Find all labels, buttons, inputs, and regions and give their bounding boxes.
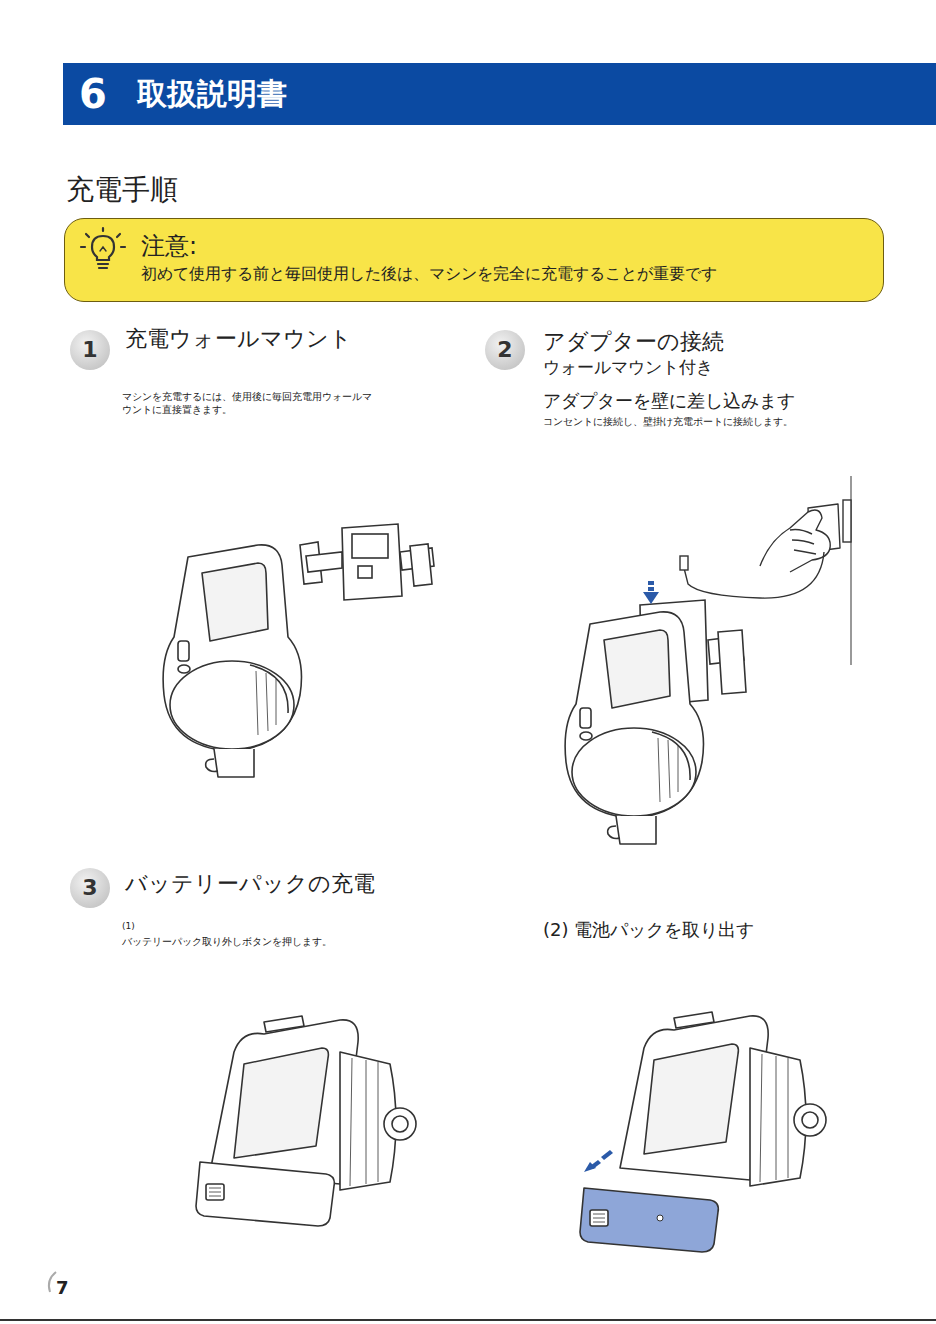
notice-heading: 注意: (141, 231, 867, 262)
bulb-icon (78, 226, 128, 272)
adapter-hand (760, 504, 840, 572)
remove-arrow (584, 1150, 613, 1172)
step-number-circle: 2 (485, 330, 525, 370)
step2-figure (565, 476, 851, 844)
step-note: コンセントに接続し、壁掛け充電ポートに接続します。 (543, 415, 793, 428)
sub-step-number: (1) (122, 921, 135, 933)
step-instruction: (2) 電池パックを取り出す (543, 918, 754, 941)
step-number-circle: 1 (70, 330, 110, 370)
notice-box: 注意:初めて使用する前と毎回使用した後は、マシンを完全に充電することが重要です (64, 218, 884, 302)
step-number-circle: 3 (70, 868, 110, 908)
step-instruction: アダプターを壁に差し込みます (543, 389, 795, 412)
wall-mount (300, 524, 434, 600)
notice-body: 初めて使用する前と毎回使用した後は、マシンを完全に充電することが重要です (141, 264, 867, 285)
step1-figure (163, 524, 434, 777)
step-number: 1 (82, 339, 97, 361)
header-band: 6 取扱説明書 (63, 63, 936, 125)
step-heading: 充電ウォールマウント (125, 325, 352, 354)
step-heading: バッテリーパックの充電 (125, 870, 375, 899)
chapter-title: 取扱説明書 (137, 79, 287, 109)
section-title: 充電手順 (66, 172, 178, 208)
step-heading: アダプターの接続 (543, 328, 724, 357)
adapter-cable (684, 552, 824, 598)
insert-arrow (643, 581, 659, 604)
page-number-arc (49, 1272, 56, 1292)
step-number: 3 (82, 877, 97, 899)
chapter-number: 6 (79, 74, 107, 114)
step-subheading: ウォールマウント付き (543, 356, 713, 378)
step-note: バッテリーパック取り外しボタンを押します。 (122, 935, 332, 948)
step3-figure (196, 1012, 826, 1252)
step-note: マシンを充電するには、使用後に毎回充電用ウォールマウントに直接置きます。 (122, 390, 372, 416)
bottom-rule (0, 1319, 936, 1321)
page-number: 7 (56, 1276, 69, 1299)
step-number: 2 (497, 339, 512, 361)
